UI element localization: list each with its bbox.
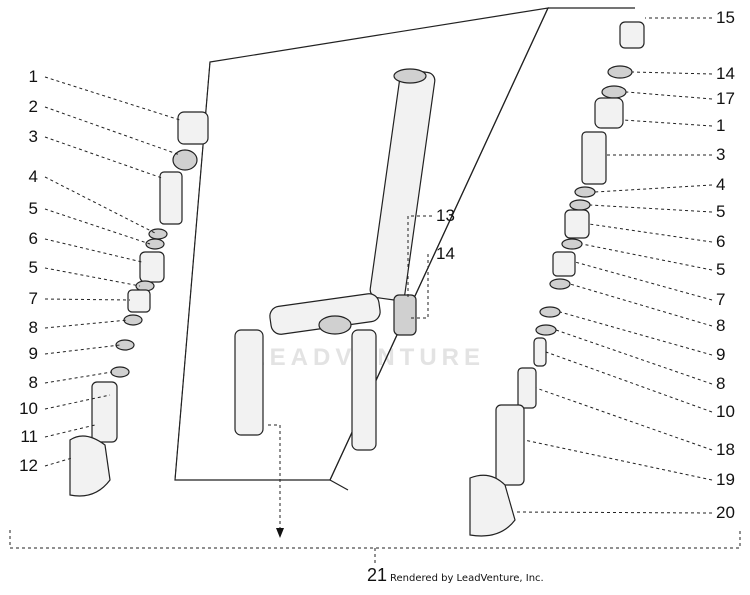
callout-21: 21 bbox=[367, 565, 388, 585]
callout-middle-13: 13 bbox=[436, 206, 455, 225]
callout-right-4: 1 bbox=[716, 116, 725, 135]
callout-left-4: 4 bbox=[29, 167, 38, 186]
callout-right-5: 3 bbox=[716, 145, 725, 164]
callout-left-2: 2 bbox=[29, 97, 38, 116]
left-callout-numbers: 1 2 3 4 5 6 5 7 8 9 8 10 11 12 bbox=[19, 67, 38, 475]
callout-right-10: 7 bbox=[716, 290, 725, 309]
callout-left-8: 7 bbox=[29, 289, 38, 308]
right-callout-numbers: 15 14 17 1 3 4 5 6 5 7 8 9 8 10 18 19 20 bbox=[716, 8, 735, 522]
callout-left-9: 8 bbox=[29, 318, 38, 337]
callout-right-3: 17 bbox=[716, 89, 735, 108]
callout-right-1: 15 bbox=[716, 8, 735, 27]
callout-right-2: 14 bbox=[716, 64, 735, 83]
callout-right-11: 8 bbox=[716, 316, 725, 335]
render-credit-text: Rendered by LeadVenture, Inc. bbox=[390, 573, 544, 584]
middle-leader-lines bbox=[407, 215, 432, 319]
callout-left-10: 9 bbox=[29, 344, 38, 363]
callout-right-16: 19 bbox=[716, 470, 735, 489]
callout-right-8: 6 bbox=[716, 232, 725, 251]
callout-right-15: 18 bbox=[716, 440, 735, 459]
callout-right-13: 8 bbox=[716, 374, 725, 393]
bottom-bracket bbox=[9, 530, 741, 565]
callout-left-1: 1 bbox=[29, 67, 38, 86]
callout-left-14: 12 bbox=[19, 456, 38, 475]
arrow-head bbox=[276, 528, 284, 538]
fork-leg-assembly bbox=[234, 68, 436, 451]
callout-left-3: 3 bbox=[29, 127, 38, 146]
callout-middle-14: 14 bbox=[436, 244, 455, 263]
left-stack-parts bbox=[69, 111, 209, 497]
callout-right-7: 5 bbox=[716, 202, 725, 221]
right-stack-parts bbox=[469, 21, 645, 537]
callout-left-12: 10 bbox=[19, 399, 38, 418]
callout-left-7: 5 bbox=[29, 258, 38, 277]
callout-right-14: 10 bbox=[716, 402, 735, 421]
middle-callout-numbers: 13 14 bbox=[436, 206, 455, 263]
callout-left-5: 5 bbox=[29, 199, 38, 218]
callout-left-6: 6 bbox=[29, 229, 38, 248]
left-leader-lines bbox=[44, 76, 181, 467]
arrow-line bbox=[268, 424, 281, 530]
callout-right-12: 9 bbox=[716, 345, 725, 364]
right-leader-lines bbox=[514, 17, 713, 514]
callout-right-6: 4 bbox=[716, 175, 725, 194]
callout-left-11: 8 bbox=[29, 373, 38, 392]
callout-right-17: 20 bbox=[716, 503, 735, 522]
callout-right-9: 5 bbox=[716, 260, 725, 279]
callout-left-13: 11 bbox=[20, 427, 38, 446]
